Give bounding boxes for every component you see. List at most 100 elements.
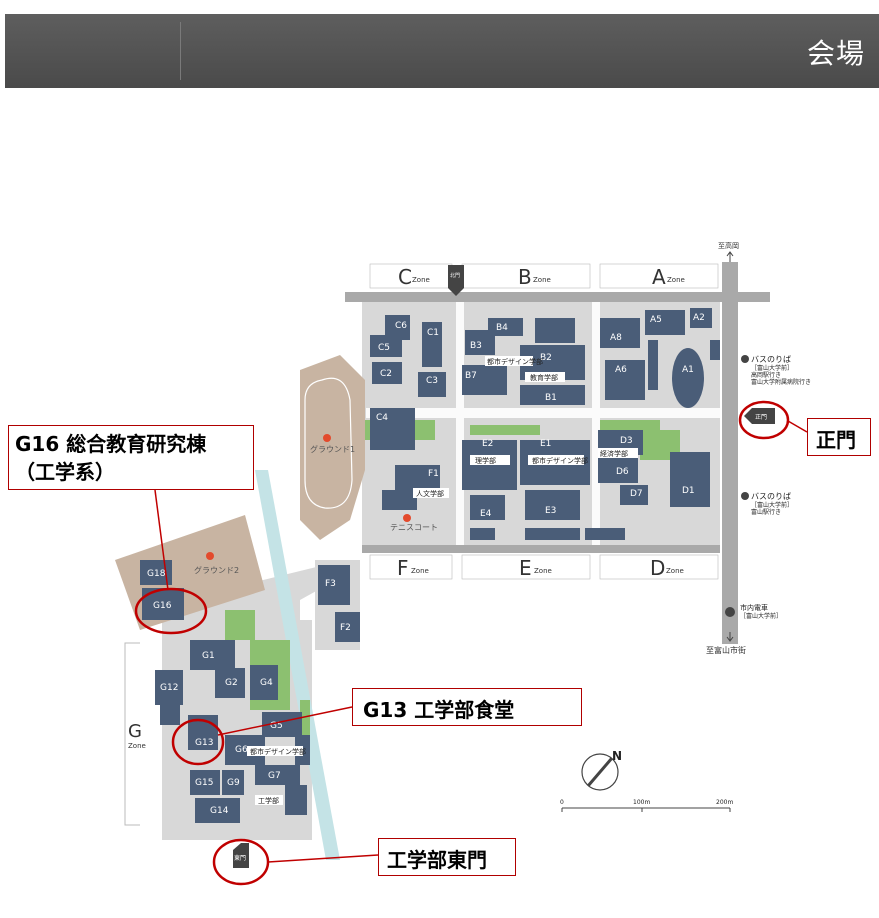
callout-east-gate: 工学部東門 [378, 838, 516, 876]
callout-g16-line2: （工学系） [15, 460, 115, 484]
label-G13: G13 [195, 738, 213, 748]
label-ground2: グラウンド2 [194, 565, 239, 575]
svg-text:200m: 200m [716, 799, 733, 806]
label-G15: G15 [195, 778, 213, 788]
label-B4: B4 [496, 323, 508, 333]
label-economics: 経済学部 [600, 449, 628, 458]
zone-C: C [398, 265, 412, 289]
gate-markers: 北門 正門 東門 [233, 265, 775, 868]
header-bar: 会場 [5, 14, 879, 88]
zone-D: D [650, 556, 665, 580]
label-F3: F3 [325, 579, 336, 589]
label-E4: E4 [480, 509, 492, 519]
walkways [366, 302, 720, 545]
zone-G: G [128, 721, 142, 742]
label-F1: F1 [428, 469, 439, 479]
svg-text:［富山大学前］: ［富山大学前］ [751, 364, 793, 372]
label-F2: F2 [340, 623, 351, 633]
label-G9: G9 [227, 778, 240, 788]
label-science: 理学部 [475, 456, 496, 465]
label-G12: G12 [160, 683, 178, 693]
svg-text:［富山大学前］: ［富山大学前］ [751, 501, 793, 509]
label-humanities: 人文学部 [416, 489, 444, 498]
label-D7: D7 [630, 489, 643, 499]
ground-1-track [304, 377, 353, 509]
label-design-B: 都市デザイン学部 [487, 357, 543, 366]
label-C3: C3 [426, 376, 438, 386]
page-title: 会場 [806, 37, 865, 70]
faculty-labels: 都市デザイン学部 教育学部 理学部 都市デザイン学部 経済学部 人文学部 都市デ… [247, 356, 638, 805]
label-E3: E3 [545, 506, 556, 516]
label-C5: C5 [378, 343, 390, 353]
highlights [134, 400, 790, 886]
label-engineering: 工学部 [258, 796, 279, 805]
roads [345, 262, 770, 644]
label-C2: C2 [380, 369, 392, 379]
label-B1: B1 [545, 393, 557, 403]
tram-title: 市内電車 [740, 603, 768, 612]
svg-text:0: 0 [560, 799, 564, 806]
bus-south-title: バスのりば [751, 492, 791, 501]
label-A2: A2 [693, 313, 705, 323]
svg-text:［富山大学前］: ［富山大学前］ [740, 612, 782, 620]
zone-A: A [652, 265, 666, 289]
svg-text:高岡駅行き: 高岡駅行き [751, 371, 781, 379]
label-north-gate: 北門 [450, 272, 460, 279]
svg-text:Zone: Zone [533, 276, 551, 284]
label-G5: G5 [270, 721, 283, 731]
header-divider [180, 22, 181, 80]
label-B2: B2 [540, 353, 552, 363]
label-A8: A8 [610, 333, 622, 343]
label-G14: G14 [210, 806, 229, 816]
svg-text:Zone: Zone [412, 276, 430, 284]
ground-labels: グラウンド1 グラウンド2 テニスコート [194, 434, 438, 575]
label-E2: E2 [482, 439, 493, 449]
svg-text:Zone: Zone [128, 742, 146, 750]
label-G2: G2 [225, 678, 238, 688]
label-A6: A6 [615, 365, 627, 375]
svg-text:富山駅行き: 富山駅行き [751, 508, 781, 516]
callout-g13: G13 工学部食堂 [352, 688, 582, 726]
label-ground1: グラウンド1 [310, 444, 355, 454]
label-G1: G1 [202, 651, 215, 661]
label-south-road: 至富山市街 [706, 645, 746, 655]
callout-main-gate: 正門 [807, 418, 871, 456]
svg-text:Zone: Zone [411, 567, 429, 575]
label-C6: C6 [395, 321, 407, 331]
label-D6: D6 [616, 467, 629, 477]
label-north-road: 至高岡 [718, 241, 739, 250]
highlight-main-gate [738, 400, 790, 440]
label-tennis: テニスコート [390, 523, 438, 532]
svg-text:Zone: Zone [534, 567, 552, 575]
label-B3: B3 [470, 341, 482, 351]
highlight-g13 [171, 718, 225, 766]
label-G6: G6 [235, 745, 248, 755]
svg-text:富山大学附属病院行き: 富山大学附属病院行き [751, 378, 811, 386]
svg-text:Zone: Zone [666, 567, 684, 575]
highlight-g16 [134, 587, 208, 635]
label-G16: G16 [153, 601, 172, 611]
transit: バスのりば ［富山大学前］ 高岡駅行き 富山大学附属病院行き バスのりば ［富山… [725, 355, 811, 620]
leader-lines [154, 420, 808, 863]
zone-F: F [397, 556, 409, 580]
label-C1: C1 [427, 328, 439, 338]
label-G18: G18 [147, 569, 166, 579]
zone-B: B [518, 265, 532, 289]
callout-g16: G16 総合教育研究棟 （工学系） [8, 425, 254, 490]
label-D3: D3 [620, 436, 633, 446]
label-C4: C4 [376, 413, 388, 423]
river [255, 470, 340, 860]
label-A5: A5 [650, 315, 662, 325]
callout-g16-line1: G16 総合教育研究棟 [15, 432, 207, 456]
label-G4: G4 [260, 678, 273, 688]
label-E1: E1 [540, 439, 551, 449]
scale-bar: 0 100m 200m [560, 799, 733, 812]
label-design-G: 都市デザイン学部 [250, 747, 306, 756]
label-G7: G7 [268, 771, 281, 781]
svg-text:100m: 100m [633, 799, 650, 806]
building-labels: C6 C5 C2 C1 C3 C4 F1 B4 B3 B2 B7 B1 A8 A… [147, 313, 705, 816]
compass: N [581, 749, 622, 791]
label-D1: D1 [682, 486, 695, 496]
svg-text:Zone: Zone [667, 276, 685, 284]
label-B7: B7 [465, 371, 477, 381]
